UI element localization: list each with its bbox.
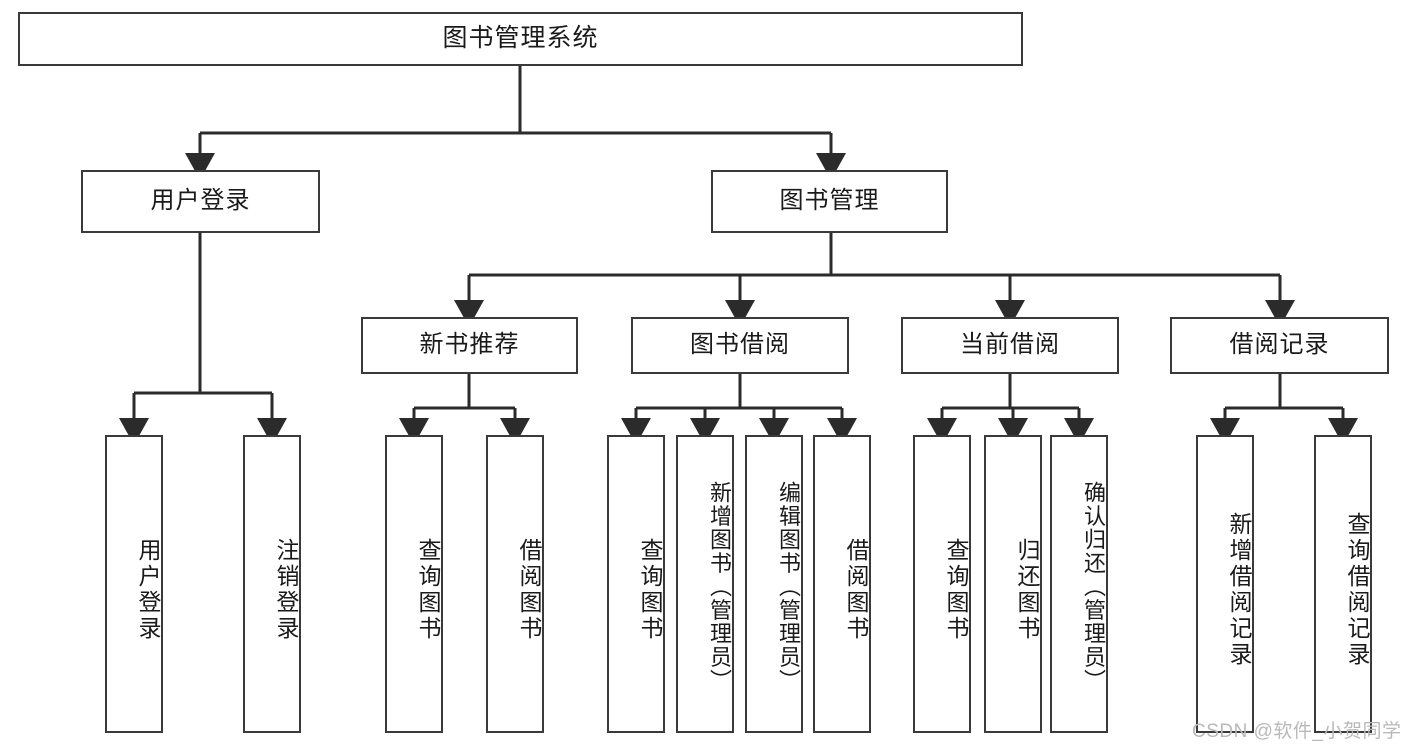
node-leaf-query-book-borrow[interactable]: 查询图书: [607, 435, 665, 733]
node-leaf-query-book-recommend[interactable]: 查询图书: [385, 435, 443, 733]
node-leaf-query-borrow-record[interactable]: 查询借阅记录: [1314, 435, 1372, 733]
node-leaf-borrow-book[interactable]: 借阅图书: [813, 435, 871, 733]
node-current-borrow[interactable]: 当前借阅: [901, 317, 1119, 374]
node-root-system[interactable]: 图书管理系统: [18, 12, 1023, 66]
node-book-manage[interactable]: 图书管理: [711, 170, 948, 233]
node-user-login[interactable]: 用户登录: [81, 170, 320, 233]
node-book-borrow[interactable]: 图书借阅: [631, 317, 849, 374]
node-borrow-record[interactable]: 借阅记录: [1170, 317, 1389, 374]
node-new-book-recommend[interactable]: 新书推荐: [361, 317, 578, 374]
node-leaf-query-book-current[interactable]: 查询图书: [913, 435, 971, 733]
node-leaf-return-book[interactable]: 归还图书: [984, 435, 1042, 733]
node-leaf-borrow-book-recommend[interactable]: 借阅图书: [486, 435, 544, 733]
node-leaf-confirm-return[interactable]: 确认归还（管理员）: [1050, 435, 1108, 733]
node-leaf-logout[interactable]: 注销登录: [243, 435, 301, 733]
node-leaf-user-login[interactable]: 用户登录: [105, 435, 163, 733]
node-leaf-add-borrow-record[interactable]: 新增借阅记录: [1196, 435, 1254, 733]
node-leaf-add-book[interactable]: 新增图书（管理员）: [676, 435, 734, 733]
node-leaf-edit-book[interactable]: 编辑图书（管理员）: [745, 435, 803, 733]
